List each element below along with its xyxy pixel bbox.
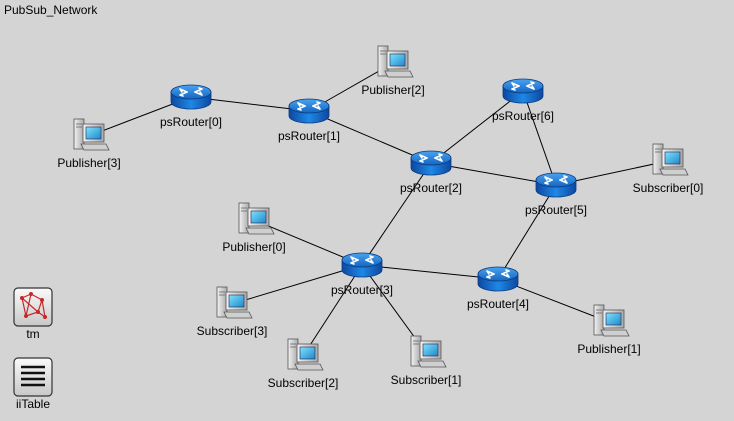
computer-icon[interactable] [652,143,689,176]
node-label-Publisher3: Publisher[3] [57,156,121,170]
node-label-Subscriber3: Subscriber[3] [196,324,268,338]
node-label-Subscriber1: Subscriber[1] [390,373,462,387]
node-label-psRouter2: psRouter[2] [399,181,463,195]
router-icon[interactable] [288,98,330,124]
node-label-psRouter1: psRouter[1] [277,129,341,143]
node-label-psRouter0: psRouter[0] [159,115,223,129]
network-graph-icon[interactable] [13,287,53,327]
computer-icon[interactable] [287,338,324,371]
table-icon[interactable] [13,357,53,397]
node-label-psRouter5: psRouter[5] [524,203,588,217]
router-icon[interactable] [535,172,577,198]
computer-icon[interactable] [73,118,110,151]
link-psRouter1-psRouter2 [308,110,432,164]
computer-icon[interactable] [593,304,630,337]
node-label-iiTable: iiTable [15,397,51,411]
network-title: PubSub_Network [4,3,98,17]
link-psRouter4-psRouter5 [497,184,557,280]
node-label-psRouter4: psRouter[4] [466,297,530,311]
node-label-Publisher1: Publisher[1] [577,342,641,356]
computer-icon[interactable] [216,286,253,319]
node-label-Publisher2: Publisher[2] [361,83,425,97]
link-psRouter2-psRouter3 [361,162,432,266]
link-psRouter2-psRouter5 [430,162,557,186]
router-icon[interactable] [170,84,212,110]
computer-icon[interactable] [377,45,414,78]
node-label-psRouter3: psRouter[3] [330,283,394,297]
link-psRouter3-Subscriber2 [302,264,363,357]
node-label-Publisher0: Publisher[0] [222,240,286,254]
router-icon[interactable] [410,150,452,176]
router-icon[interactable] [477,266,519,292]
link-psRouter6-psRouter5 [522,90,557,186]
node-label-Subscriber2: Subscriber[2] [267,376,339,390]
node-label-tm: tm [26,327,40,341]
computer-icon[interactable] [410,335,447,368]
link-psRouter3-Subscriber3 [231,264,363,305]
router-icon[interactable] [502,78,544,104]
router-icon[interactable] [341,252,383,278]
node-label-psRouter6: psRouter[6] [491,109,555,123]
node-label-Subscriber0: Subscriber[0] [632,181,704,195]
link-psRouter3-psRouter4 [361,264,499,280]
computer-icon[interactable] [238,202,275,235]
link-psRouter2-psRouter6 [430,90,524,164]
